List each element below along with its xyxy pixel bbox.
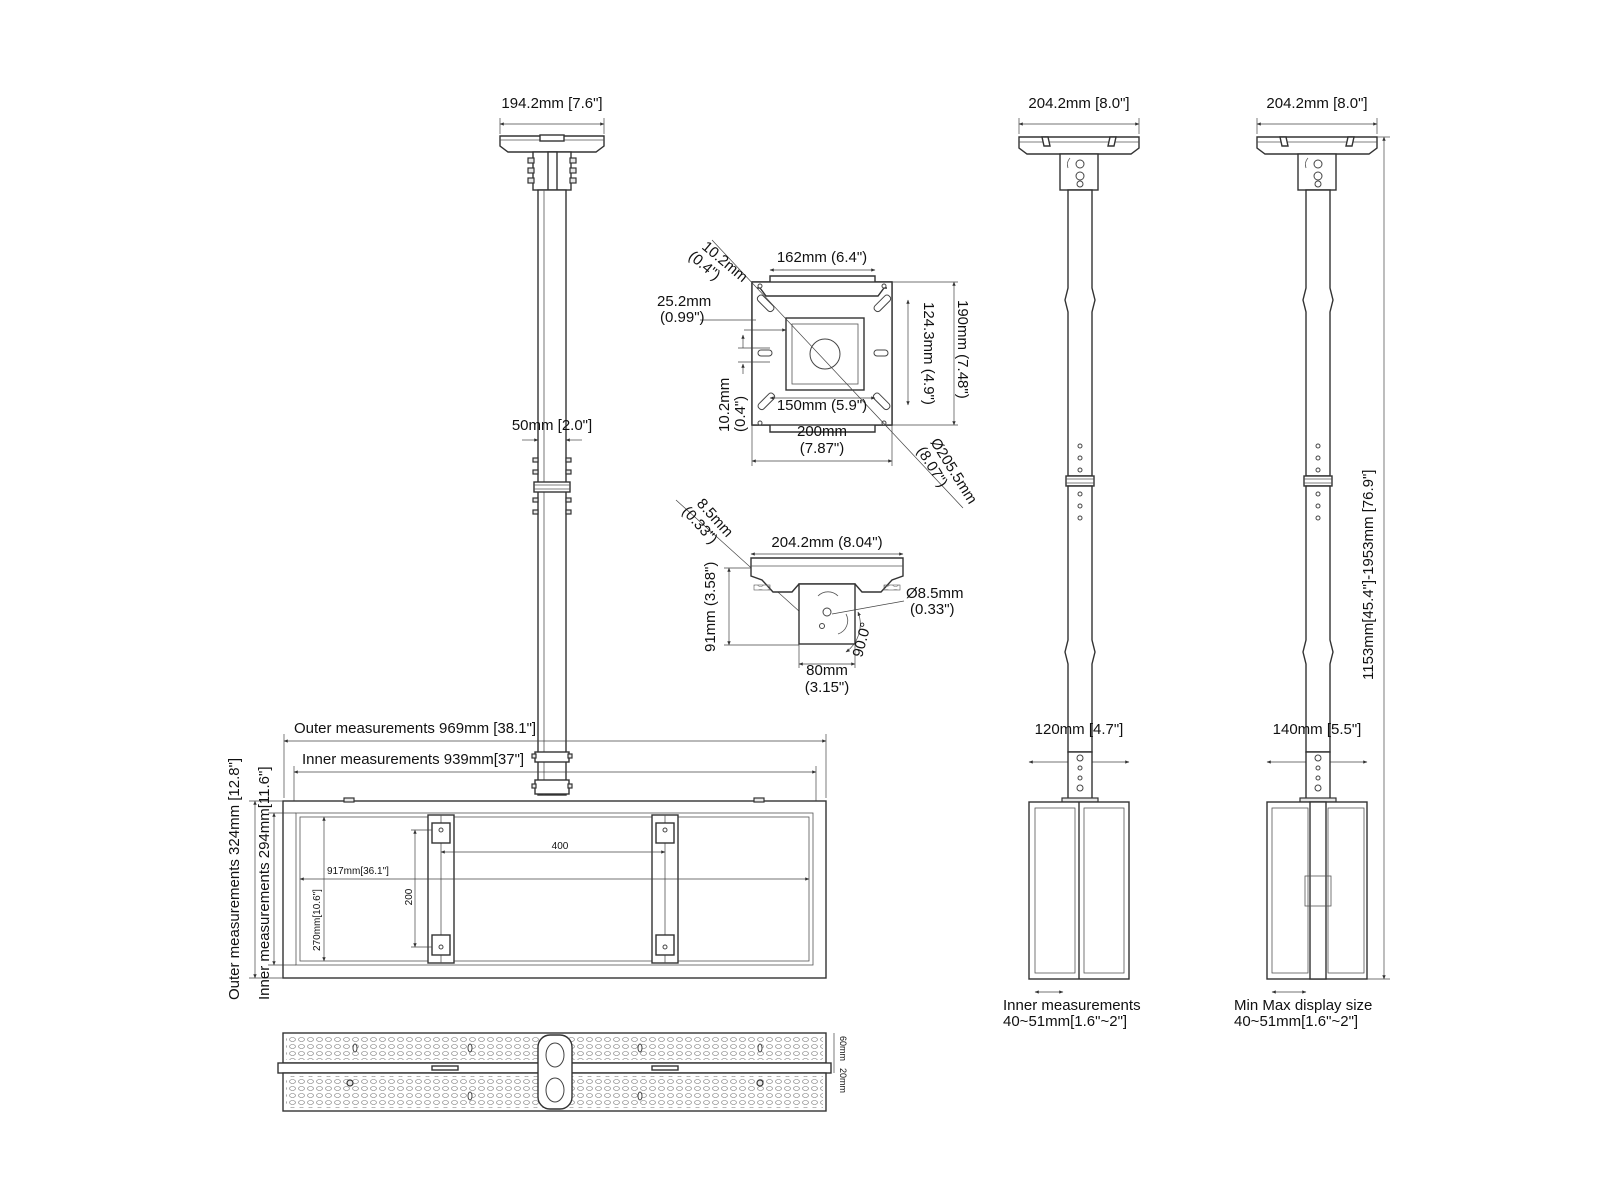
front-plate-width-label: 194.2mm [7.6"] (501, 95, 602, 112)
front-pole-diameter-label: 50mm [2.0"] (512, 417, 592, 434)
depth-60-label: 60mm (838, 1036, 848, 1061)
plate-slot-25-label: 25.2mm(0.99") (657, 293, 711, 326)
side2-length-label: 1153mm[45.4"]-1953mm [76.9"] (1360, 470, 1377, 680)
bracket-width-label: 204.2mm (8.04") (771, 534, 882, 551)
depth-20-label: 20mm (838, 1068, 848, 1093)
frame-inner (295, 812, 814, 966)
side-view-2: 204.2mm [8.0"] 140mm [5.5"] (1234, 95, 1390, 1030)
side2-base-width-label: 140mm [5.5"] (1273, 721, 1362, 738)
side2-plate-width-label: 204.2mm [8.0"] (1266, 95, 1367, 112)
display-frame: Outer measurements 969mm [38.1"] Inner m… (226, 720, 827, 1001)
plate-hole-left-label: 10.2mm(0.4") (716, 378, 749, 432)
plate-width-150-label: 150mm (5.9") (777, 397, 867, 414)
bracket-hole-top-label: 8.5mm(0.33") (678, 492, 736, 551)
bracket-hole-right-label: Ø8.5mm(0.33") (906, 585, 964, 618)
width-917-label: 917mm[36.1"] (327, 866, 389, 877)
inner-width-label: Inner measurements 939mm[37"] (302, 751, 524, 768)
mount-rail-left (427, 814, 455, 964)
height-270-label: 270mm[10.6"] (312, 889, 323, 951)
ceiling-plate-detail: 10.2mm(0.4") 162mm (6.4") 190mm (7.48") … (657, 235, 980, 515)
frame-top-view: 60mm 20mm (277, 1032, 848, 1112)
plate-width-200-label: 200mm(7.87") (797, 423, 847, 457)
bracket-detail: 8.5mm(0.33") 204.2mm (8.04") 91mm (3.58"… (675, 492, 964, 696)
frame-outer (282, 800, 827, 979)
outer-height-label: Outer measurements 324mm [12.8"] (226, 758, 243, 1000)
plate-diameter-label: Ø205.5mm(8.07") (913, 435, 980, 515)
side1-base-width-label: 120mm [4.7"] (1035, 721, 1124, 738)
plate-width-162-label: 162mm (6.4") (777, 249, 867, 266)
side-view-1: 204.2mm [8.0"] 120mm [4.7"] (1003, 95, 1141, 1030)
plate-hole-top-label: 10.2mm(0.4") (685, 235, 751, 298)
outer-width-label: Outer measurements 969mm [38.1"] (294, 720, 536, 737)
side1-plate-width-label: 204.2mm [8.0"] (1028, 95, 1129, 112)
plate-center-hole (809, 338, 841, 370)
vesa-400-label: 400 (552, 841, 569, 852)
inner-height-label: Inner measurements 294mm[11.6"] (256, 767, 273, 1001)
front-view-mount: 194.2mm [7.6"] 50mm [2.0"] (499, 95, 605, 796)
plate-height-190-label: 190mm (7.48") (954, 300, 971, 399)
bracket-height-label: 91mm (3.58") (702, 562, 719, 652)
mount-rail-right (651, 814, 679, 964)
bracket-width-80-label: 80mm(3.15") (805, 662, 850, 696)
plate-height-124-label: 124.3mm (4.9") (920, 302, 937, 405)
vesa-200-label: 200 (404, 888, 415, 905)
